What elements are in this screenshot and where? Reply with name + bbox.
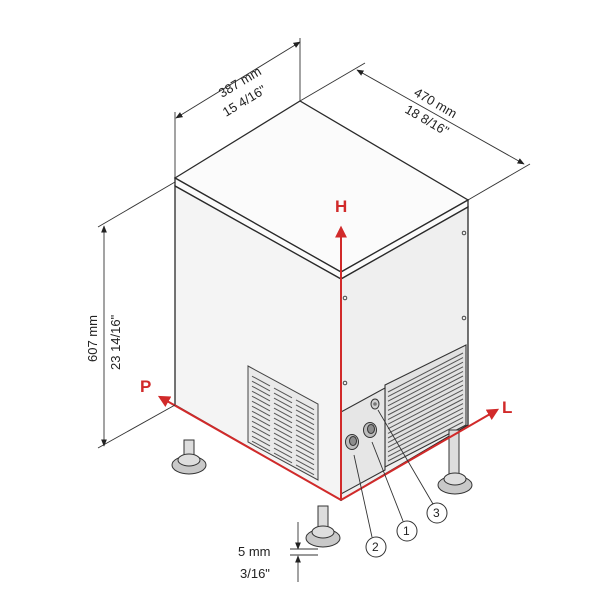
water-connectors: [345, 398, 380, 450]
svg-text:3: 3: [433, 506, 440, 520]
height-metric: 607 mm: [85, 315, 100, 362]
callout-3: 3: [377, 409, 448, 524]
dimension-foot: 5 mm 3/16": [238, 522, 318, 582]
axis-p-line: [157, 395, 342, 501]
connector-2: [345, 434, 359, 450]
callouts: 2 1 3: [353, 409, 448, 558]
svg-text:1: 1: [403, 524, 410, 538]
axis-l-label: L: [502, 398, 512, 417]
axis-l-line: [340, 408, 500, 501]
svg-text:2: 2: [372, 540, 379, 554]
dimension-height: 607 mm 23 14/16": [85, 181, 176, 449]
height-imperial: 23 14/16": [108, 314, 123, 370]
foot-front: [305, 505, 341, 548]
feet: [171, 429, 473, 548]
foot-imperial: 3/16": [240, 566, 270, 581]
axis-p-label: P: [140, 377, 151, 396]
connector-1: [363, 422, 377, 438]
foot-left: [171, 439, 207, 475]
callout-2: 2: [353, 454, 387, 558]
callout-1: 1: [371, 441, 418, 542]
axis-h-label: H: [335, 197, 347, 216]
foot-right: [437, 429, 473, 495]
front-vent-grille: [247, 365, 319, 481]
foot-metric: 5 mm: [238, 544, 271, 559]
connector-3: [370, 398, 380, 410]
reference-axes: H L P: [140, 197, 512, 501]
side-grille-panel: [340, 344, 467, 495]
